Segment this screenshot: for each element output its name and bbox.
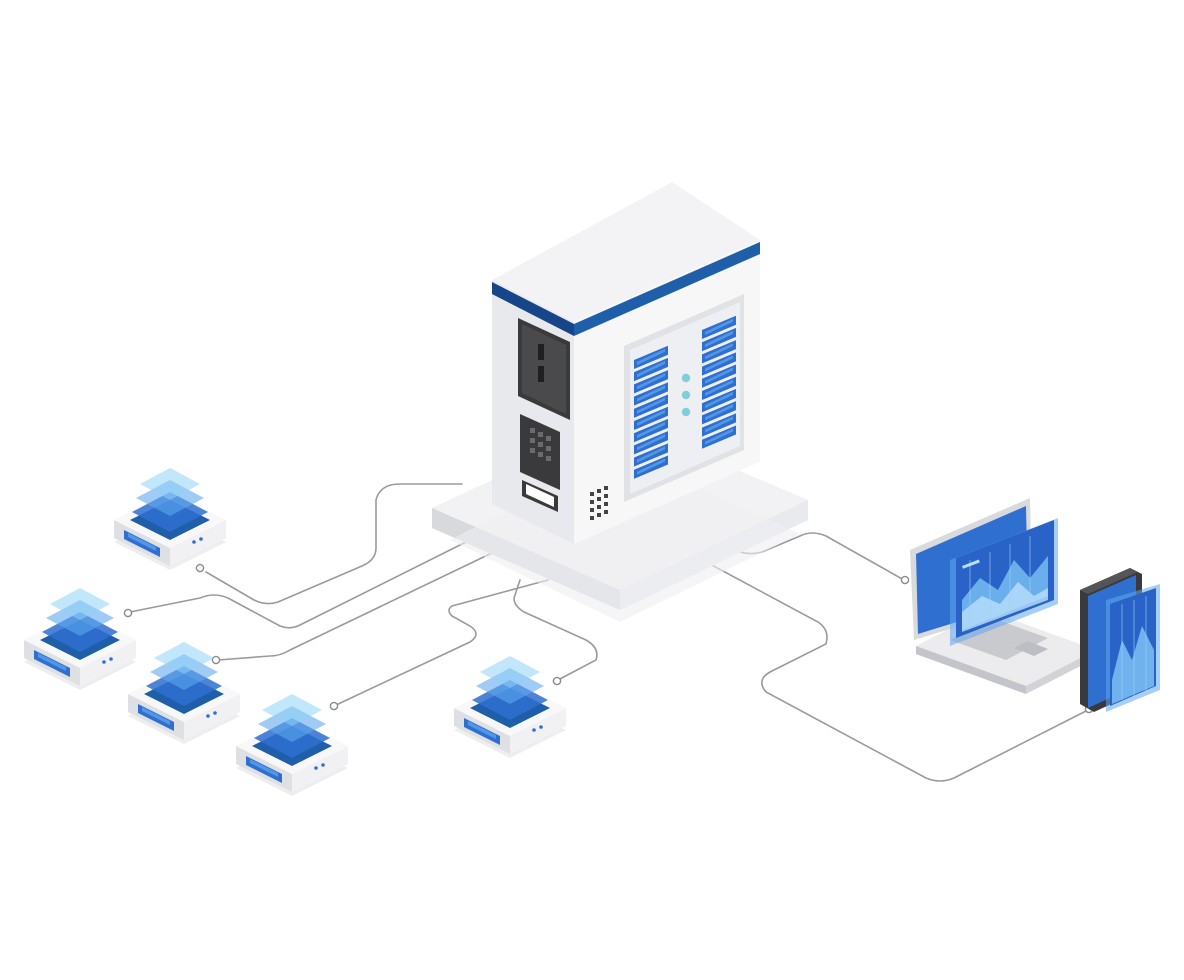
rack-unit	[634, 406, 668, 430]
cable-node-2	[129, 539, 471, 629]
rack-unit	[634, 394, 668, 418]
rack-unit	[634, 345, 668, 369]
cable-node-1	[205, 483, 463, 605]
storage-node-icon	[128, 642, 240, 744]
cable-phone	[679, 547, 1089, 782]
rack-unit	[634, 443, 668, 467]
server-tower-icon	[492, 182, 760, 544]
rack-unit	[702, 315, 736, 339]
rack-units-right	[702, 315, 736, 449]
rack-unit	[634, 357, 668, 382]
phone-dashboard-screen	[1106, 584, 1160, 712]
rack-unit	[634, 431, 668, 455]
central-server	[432, 182, 808, 622]
rack-unit	[702, 401, 736, 425]
cable-node-5	[513, 579, 598, 681]
rack-unit	[634, 455, 668, 479]
server-side-panel	[518, 318, 570, 512]
vent-grille	[590, 486, 608, 520]
storage-nodes	[24, 468, 566, 796]
rack-unit	[702, 388, 736, 413]
status-indicators	[681, 373, 691, 417]
rack-unit	[702, 425, 736, 449]
rack-unit	[702, 413, 736, 437]
laptop-icon	[910, 498, 1096, 694]
cable-node-3	[217, 551, 495, 661]
storage-node-icon	[454, 656, 566, 758]
storage-node-icon	[114, 468, 226, 570]
rack-unit	[702, 352, 736, 376]
laptop-dashboard-screen	[950, 518, 1058, 646]
rack-unit	[634, 370, 668, 394]
rack-unit	[634, 418, 668, 443]
rack-unit	[702, 376, 736, 400]
storage-node-icon	[236, 694, 348, 796]
rack-unit	[702, 340, 736, 364]
rack-units-left	[634, 345, 668, 479]
storage-node-icon	[24, 588, 136, 690]
rack-unit	[702, 327, 736, 352]
smartphone-icon	[1080, 568, 1160, 712]
rack-unit	[702, 364, 736, 388]
cable-node-4	[333, 579, 549, 707]
rack-unit	[634, 382, 668, 406]
